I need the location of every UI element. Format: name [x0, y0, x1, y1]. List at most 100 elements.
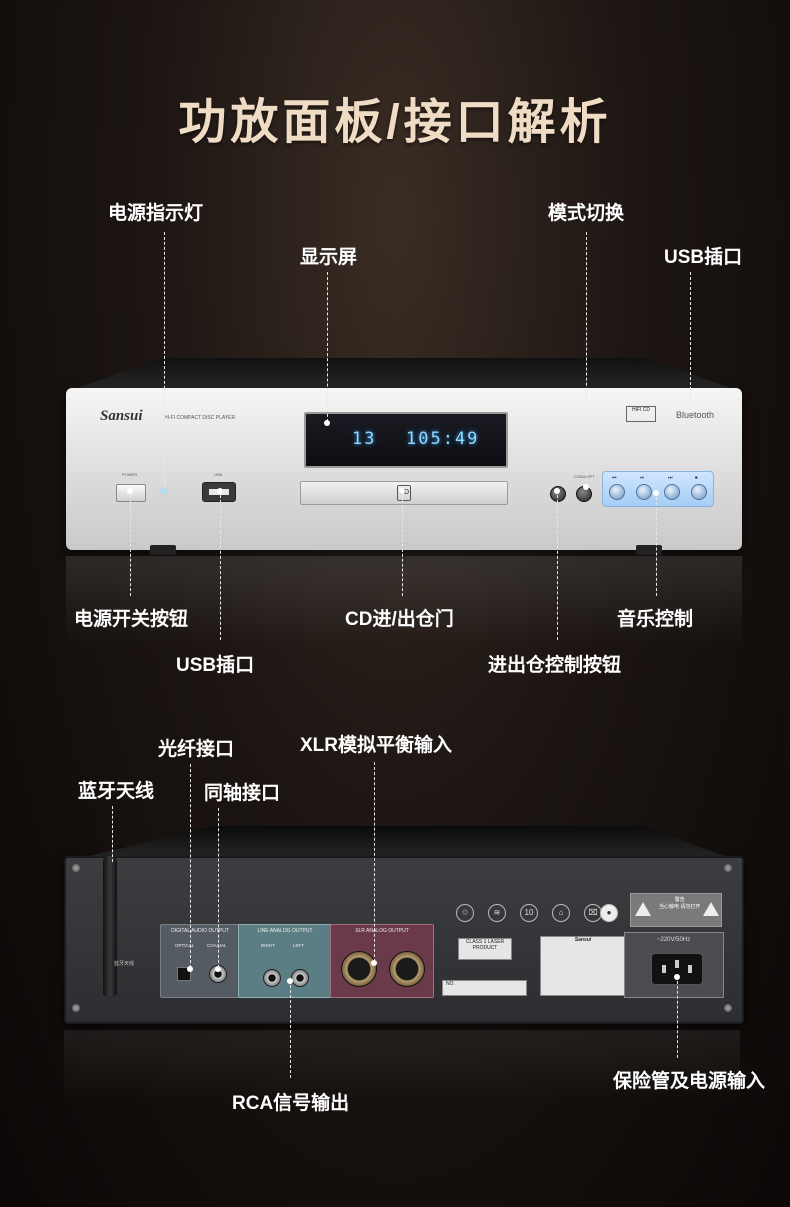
leader-xlr: [374, 762, 375, 962]
leader-dot-cd-door: [399, 488, 405, 494]
front-foot-left: [150, 545, 176, 555]
home-icon: ⌂: [552, 904, 570, 922]
leader-dot-xlr: [371, 960, 377, 966]
front-panel: Sansui HI-FI COMPACT DISC PLAYER 13 105:…: [66, 388, 742, 550]
label-power-switch: 电源开关按钮: [74, 609, 189, 630]
front-foot-right: [636, 545, 662, 555]
label-xlr: XLR模拟平衡输入: [300, 735, 453, 756]
warning-panel: 警告 当心触电 请勿打开: [630, 893, 722, 927]
iec-pin: [662, 965, 666, 973]
front-reflection: [66, 556, 742, 646]
stop-button[interactable]: [691, 484, 707, 500]
bluetooth-text: Bluetooth: [676, 410, 715, 420]
screw: [72, 1004, 80, 1012]
label-usb-bottom: USB插口: [176, 655, 255, 676]
label-music-control: 音乐控制: [617, 609, 694, 630]
power-text: POWER: [122, 472, 138, 477]
warning-body: 当心触电 请勿打开: [659, 904, 701, 910]
rca-left-port[interactable]: [291, 969, 309, 987]
screw: [724, 1004, 732, 1012]
leader-dot-usb-bottom: [217, 488, 223, 494]
rear-reflection: [64, 1030, 740, 1100]
antenna-text: 蓝牙天线: [114, 961, 135, 967]
display-time: 105:49: [406, 429, 480, 449]
leader-music-control: [656, 492, 657, 596]
warning-triangle-icon: [703, 902, 719, 916]
leader-display: [327, 272, 328, 422]
leader-dot-eject: [554, 488, 560, 494]
left-text: LEFT: [293, 943, 305, 948]
leader-bt-antenna: [112, 806, 113, 862]
leader-optical: [190, 764, 191, 968]
line-header: LINE ANALOG OUTPUT: [257, 928, 313, 934]
label-coaxial: 同轴接口: [204, 783, 281, 804]
bluetooth-antenna[interactable]: [103, 856, 117, 996]
label-power-indicator: 电源指示灯: [108, 203, 204, 224]
front-unit-top: [66, 358, 742, 392]
rating-sticker: Sansui: [540, 936, 626, 996]
leader-power-switch: [130, 490, 131, 596]
leader-mode-switch: [586, 232, 587, 486]
leader-power-indicator: [164, 232, 165, 488]
digital-output-panel: DIGITAL AUDIO OUTPUT OPTICAL COAXIAL: [160, 924, 240, 998]
label-fuse-power: 保险管及电源输入: [613, 1071, 766, 1092]
prev-icon: ⏮: [612, 475, 617, 481]
leader-usb-top: [690, 272, 691, 410]
leader-dot-mode-switch: [583, 484, 589, 490]
label-optical: 光纤接口: [158, 739, 235, 760]
xlr-right-port[interactable]: [341, 951, 377, 987]
cd-tray[interactable]: CD: [300, 481, 508, 505]
label-cd-door: CD进/出仓门: [345, 609, 454, 630]
line-output-panel: LINE ANALOG OUTPUT RIGHT LEFT: [238, 924, 332, 998]
label-mode-switch: 模式切换: [548, 203, 625, 224]
display-track: 13: [352, 429, 377, 449]
label-usb-top: USB插口: [664, 247, 743, 268]
hifi-badge: HIFI CD: [626, 406, 656, 422]
leader-cd-door: [402, 490, 403, 596]
leader-rca: [290, 980, 291, 1078]
play-pause-icon: ⏯: [640, 475, 645, 481]
music-control-panel: ⏮ ⏯ ⏭ ⏹: [602, 471, 714, 507]
model-line: HI-FI COMPACT DISC PLAYER: [164, 415, 236, 421]
next-button[interactable]: [664, 484, 680, 500]
recycle-icon: ♲: [456, 904, 474, 922]
xlr-header: XLR ANALOG OUTPUT: [355, 928, 409, 934]
power-input-panel: ~220V/50Hz: [624, 932, 724, 998]
prev-button[interactable]: [609, 484, 625, 500]
play-pause-button[interactable]: [636, 484, 652, 500]
iec-pin: [688, 965, 692, 973]
label-display: 显示屏: [300, 247, 358, 268]
xlr-output-panel: XLR ANALOG OUTPUT: [330, 924, 434, 998]
next-icon: ⏭: [668, 475, 673, 481]
vfd-display: 13 105:49: [304, 412, 508, 468]
leader-dot-rca: [287, 978, 293, 984]
leader-dot-coaxial: [215, 966, 221, 972]
iec-pin: [675, 960, 679, 968]
class-label: CLASS 1 LASER PRODUCT: [458, 938, 512, 960]
leader-fuse-power: [677, 976, 678, 1058]
heat-icon: ≋: [488, 904, 506, 922]
ten-year-icon: 10: [520, 904, 538, 922]
leader-dot-music-control: [653, 490, 659, 496]
xlr-left-port[interactable]: [389, 951, 425, 987]
leader-dot-power-switch: [127, 488, 133, 494]
rca-right-port[interactable]: [263, 969, 281, 987]
label-eject-button: 进出仓控制按钮: [488, 655, 622, 676]
stop-icon: ⏹: [695, 475, 698, 481]
optical-text: OPTICAL: [175, 943, 195, 948]
brand-logo: Sansui: [100, 408, 143, 424]
coax-opt-text: COAX/OPT: [574, 474, 595, 479]
ce-icon: ●: [600, 904, 618, 922]
warning-text: 警告 当心触电 请勿打开: [659, 897, 700, 911]
right-text: RIGHT: [261, 943, 275, 948]
warning-title: 警告: [674, 897, 685, 903]
label-bt-antenna: 蓝牙天线: [78, 781, 155, 802]
leader-eject-button: [557, 490, 558, 640]
leader-usb-bottom: [220, 490, 221, 640]
power-indicator-led: [162, 489, 166, 493]
coaxial-text: COAXIAL: [207, 943, 227, 948]
voltage-text: ~220V/50Hz: [657, 937, 691, 943]
leader-dot-optical: [187, 966, 193, 972]
serial-number-label: NO.: [442, 980, 527, 996]
leader-dot-display: [324, 420, 330, 426]
